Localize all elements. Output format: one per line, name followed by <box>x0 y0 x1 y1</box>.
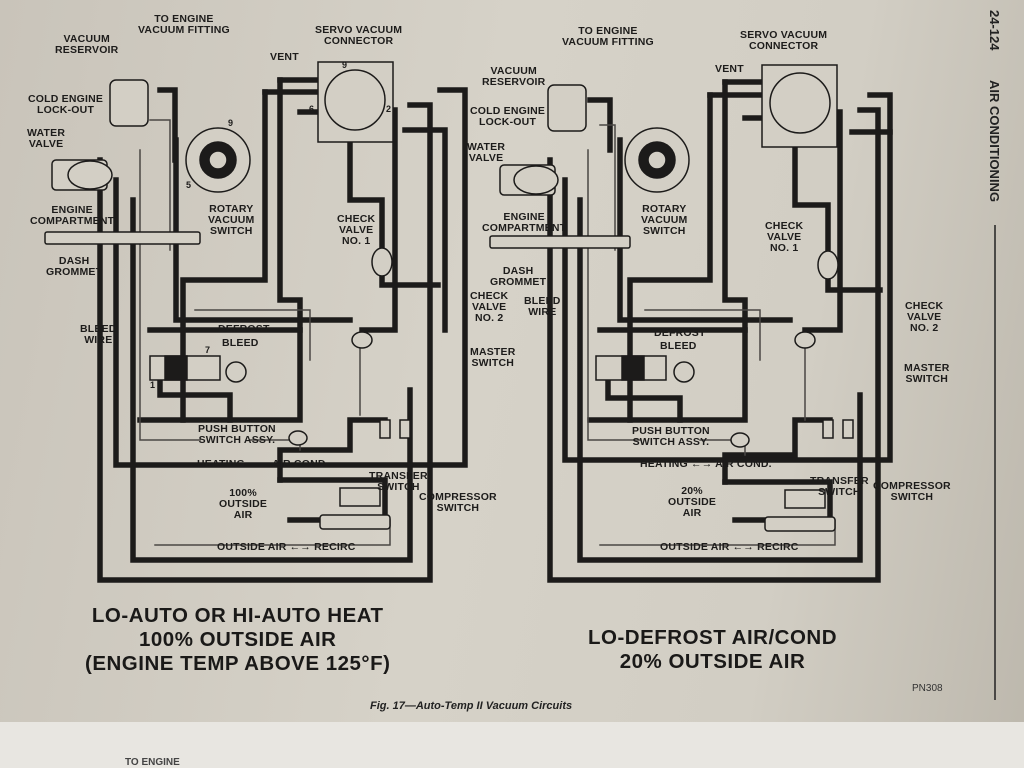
servo-port-2: 2 <box>386 104 392 114</box>
label-transfer-switch-right: TRANSFER SWITCH <box>810 475 869 498</box>
left-dash-grommet <box>44 231 201 245</box>
right-caption: LO-DEFROST AIR/COND 20% OUTSIDE AIR <box>588 626 838 673</box>
label-engine-compartment-right: ENGINE COMPARTMENT <box>482 211 567 234</box>
label-outside-air-pct-right: 20% OUTSIDE AIR <box>668 485 717 519</box>
label-engine-fitting-right: TO ENGINE VACUUM FITTING <box>562 25 654 48</box>
figure-caption: Fig. 17—Auto-Temp II Vacuum Circuits <box>370 700 573 712</box>
label-vent-right: VENT <box>715 63 744 75</box>
label-vacuum-reservoir: VACUUM RESERVOIR <box>55 33 119 56</box>
push-port-7: 7 <box>205 345 211 355</box>
right-master-switch <box>822 419 834 439</box>
rotary-port-5: 5 <box>186 180 192 190</box>
label-compressor-switch: COMPRESSOR SWITCH <box>419 491 497 514</box>
label-engine-fitting: TO ENGINE VACUUM FITTING <box>138 13 230 36</box>
label-water-valve-right: WATER VALVE <box>467 141 506 164</box>
next-page-fragment: TO ENGINE <box>125 757 180 768</box>
left-transfer-switch <box>339 487 381 507</box>
label-vent: VENT <box>270 51 299 63</box>
servo-port-9: 9 <box>342 60 348 70</box>
label-dash-grommet-right: DASH GROMMET <box>490 265 547 288</box>
right-transfer-switch <box>784 489 826 509</box>
label-rotary-vacuum-switch: ROTARY VACUUM SWITCH <box>208 203 255 237</box>
left-check-valve-2 <box>351 331 373 349</box>
push-port-1: 1 <box>150 380 156 390</box>
label-check-valve-2-right: CHECK VALVE NO. 2 <box>905 300 944 334</box>
left-caption: LO-AUTO OR HI-AUTO HEAT 100% OUTSIDE AIR… <box>85 604 391 675</box>
right-vacuum-reservoir <box>547 84 587 132</box>
label-vacuum-reservoir-right: VACUUM RESERVOIR <box>482 65 546 88</box>
label-compressor-switch-right: COMPRESSOR SWITCH <box>873 480 951 503</box>
label-check-valve-1-right: CHECK VALVE NO. 1 <box>765 220 804 254</box>
label-water-valve: WATER VALVE <box>27 127 66 150</box>
left-check-valve-1 <box>371 247 393 277</box>
left-master-switch <box>379 419 391 439</box>
label-engine-compartment: ENGINE COMPARTMENT <box>30 204 115 227</box>
right-check-valve-1 <box>817 250 839 280</box>
label-outside-recirc-right: OUTSIDE AIR ←→ RECIRC <box>660 541 799 553</box>
label-push-button-switch-right: PUSH BUTTON SWITCH ASSY. <box>632 425 710 448</box>
label-outside-recirc: OUTSIDE AIR ←→ RECIRC <box>217 541 356 553</box>
next-page-strip <box>0 722 1024 768</box>
label-master-switch-right: MASTER SWITCH <box>904 362 950 385</box>
label-bleed-wire-right: BLEED WIRE <box>524 295 561 318</box>
label-rotary-vacuum-switch-right: ROTARY VACUUM SWITCH <box>641 203 688 237</box>
label-dash-grommet: DASH GROMMET <box>46 255 103 278</box>
right-check-valve-2 <box>794 331 816 349</box>
label-cold-engine-lockout-right: COLD ENGINE LOCK-OUT <box>470 105 546 128</box>
label-transfer-switch: TRANSFER SWITCH <box>369 470 428 493</box>
label-push-button-switch: PUSH BUTTON SWITCH ASSY. <box>198 423 276 446</box>
label-check-valve-1: CHECK VALVE NO. 1 <box>337 213 376 247</box>
label-heating-aircond-right: HEATING ←→ AIR COND. <box>640 458 772 470</box>
left-vacuum-reservoir <box>109 79 149 127</box>
label-outside-air-pct: 100% OUTSIDE AIR <box>219 487 268 521</box>
label-master-switch: MASTER SWITCH <box>470 346 516 369</box>
plate-number: PN308 <box>912 683 943 694</box>
rotary-port-9: 9 <box>228 118 234 128</box>
label-servo-connector: SERVO VACUUM CONNECTOR <box>315 24 403 47</box>
right-dash-grommet <box>489 235 631 249</box>
label-defrost-right: DEFROST <box>654 327 706 339</box>
label-defrost: DEFROST <box>218 323 270 335</box>
servo-port-6: 6 <box>309 104 315 114</box>
label-bleed-wire: BLEED WIRE <box>80 323 117 346</box>
label-heating-aircond: HEATING ←→ AIR COND. <box>197 458 329 470</box>
label-cold-engine-lockout: COLD ENGINE LOCK-OUT <box>28 93 104 116</box>
label-bleed-right: BLEED <box>660 340 697 352</box>
label-bleed: BLEED <box>222 337 259 349</box>
label-servo-connector-right: SERVO VACUUM CONNECTOR <box>740 29 828 52</box>
label-check-valve-2: CHECK VALVE NO. 2 <box>470 290 509 324</box>
